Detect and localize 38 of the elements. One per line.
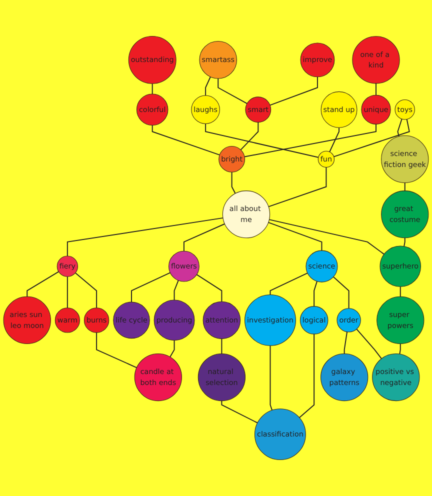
connector-line — [268, 166, 327, 208]
connector-line — [244, 124, 376, 158]
connector-line — [152, 124, 220, 156]
connector-line — [183, 223, 226, 252]
connector-line — [221, 400, 258, 424]
connector-line — [26, 271, 60, 298]
connector-line — [344, 331, 348, 354]
connector-line — [329, 127, 340, 152]
connector-line — [356, 328, 382, 360]
connector-line — [270, 345, 273, 411]
connector-line — [96, 332, 138, 368]
connector-line — [399, 343, 401, 355]
connector-line — [333, 118, 410, 158]
connector-line — [268, 222, 322, 252]
connector-line — [74, 272, 98, 308]
connector-line — [404, 182, 406, 192]
connector-line — [66, 276, 68, 308]
connector-line — [314, 280, 318, 307]
connector-line — [170, 340, 175, 358]
connector-line — [152, 83, 153, 94]
connector-line — [218, 78, 248, 104]
connector-line — [400, 286, 401, 298]
connector-line — [270, 76, 318, 106]
connector-line — [332, 276, 350, 309]
connector-line — [205, 123, 319, 158]
connector-line — [231, 172, 236, 194]
connector-line — [298, 334, 315, 418]
connector-line — [240, 122, 259, 150]
connector-line — [174, 280, 179, 301]
connector-line — [270, 272, 308, 296]
connector-line — [131, 272, 171, 303]
connector-line — [404, 237, 406, 247]
connector-line — [268, 219, 385, 255]
connector-line — [196, 274, 222, 302]
connector-line — [397, 118, 402, 137]
connector-line — [66, 217, 224, 256]
connector-line — [205, 76, 211, 96]
connector-line — [221, 338, 222, 354]
